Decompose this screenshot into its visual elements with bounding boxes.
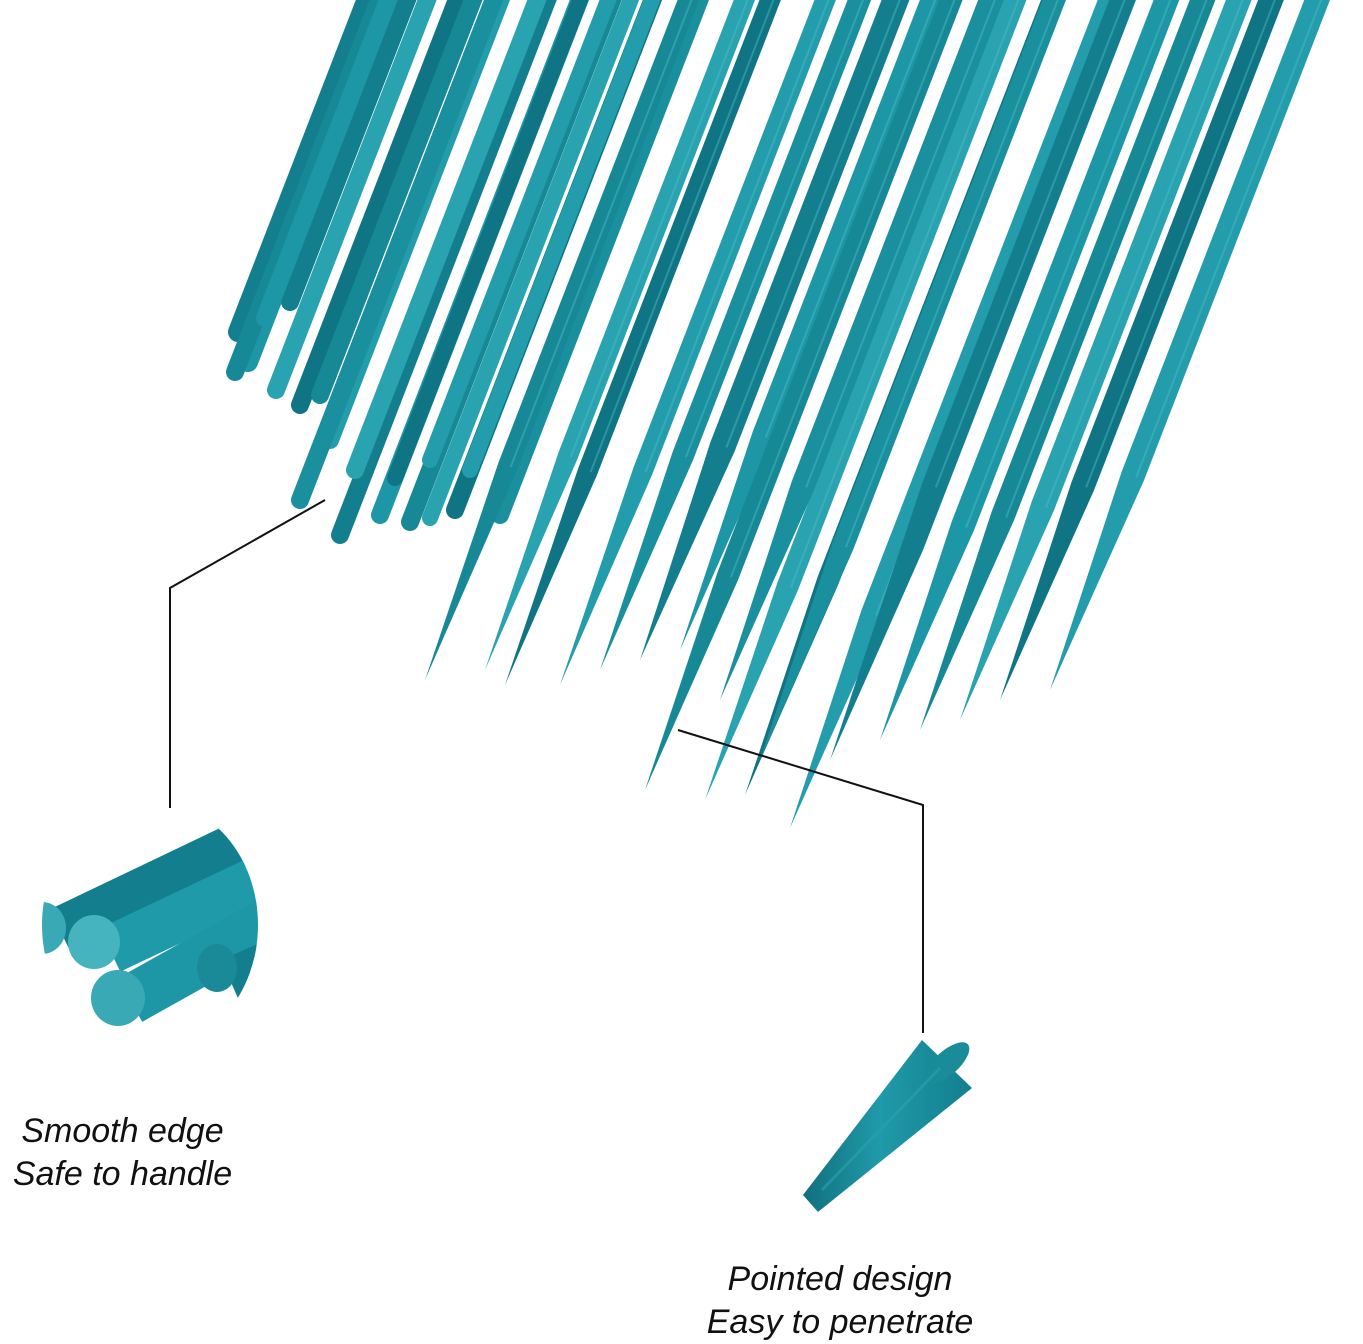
pointed-stick <box>880 0 1180 740</box>
pointed-stick <box>920 0 1216 730</box>
pointed-stick <box>705 0 1027 800</box>
pointed-stick <box>1050 0 1330 690</box>
pointed-stick <box>850 0 1133 700</box>
pointed-stick <box>960 0 1252 720</box>
stick-highlight <box>729 0 956 578</box>
caption-smooth-edge-line1: Smooth edge <box>21 1112 224 1150</box>
stick-highlight <box>934 0 1126 488</box>
stick-highlight <box>805 0 996 488</box>
stick-highlight <box>684 0 864 458</box>
flat-stick <box>228 0 378 342</box>
pointed-stick <box>720 0 1004 700</box>
flat-stick <box>387 0 589 486</box>
stick-highlight <box>509 0 693 468</box>
stick-highlight <box>644 0 830 473</box>
pointed-stick <box>1000 0 1284 700</box>
stick-highlight <box>725 0 901 448</box>
pointed-stick <box>485 0 756 670</box>
stick-highlight <box>1005 0 1208 518</box>
stick-highlight <box>1135 0 1323 478</box>
pointed-stick <box>505 0 781 685</box>
flat-stick <box>311 0 483 404</box>
flat-stick <box>291 0 504 509</box>
caption-pointed-design-line1: Pointed design <box>727 1260 953 1298</box>
flat-stick <box>267 0 437 399</box>
stick-highlight <box>789 0 1020 588</box>
flat-stick <box>256 0 398 327</box>
flat-stick <box>291 0 467 414</box>
stick-highlight <box>764 0 937 438</box>
caption-smooth-edge: Smooth edge Safe to handle <box>0 1110 245 1196</box>
pointed-stick <box>600 0 872 670</box>
stick-highlight <box>965 0 1172 528</box>
pointed-stick <box>560 0 836 685</box>
pointed-stick <box>645 0 963 790</box>
flat-ends-closeup-icon <box>42 800 258 1050</box>
flat-stick <box>346 0 547 479</box>
flat-stick <box>491 0 710 524</box>
pointed-tip-closeup-icon <box>803 1040 972 1212</box>
flat-stick <box>331 0 557 544</box>
flat-stick <box>422 0 640 526</box>
pointed-stick <box>760 0 1066 760</box>
flat-stick <box>281 0 417 311</box>
flat-stick <box>422 0 617 468</box>
pointed-stick <box>640 0 910 660</box>
stick-bundle <box>226 0 1330 828</box>
caption-smooth-edge-line2: Safe to handle <box>12 1155 233 1193</box>
callout-line-pointed-design <box>677 729 924 1033</box>
stick-highlight <box>589 0 775 473</box>
pointed-stick <box>425 0 699 680</box>
stick-highlight <box>569 0 749 458</box>
caption-pointed-design: Pointed design Easy to penetrate <box>680 1258 1000 1344</box>
flat-stick <box>462 0 661 478</box>
stick-highlight <box>1085 0 1276 488</box>
stick-highlight <box>1045 0 1244 508</box>
caption-pointed-design-line2: Easy to penetrate <box>706 1303 974 1341</box>
stick-highlight <box>844 0 1059 548</box>
callout-line-smooth-edge <box>169 499 326 808</box>
